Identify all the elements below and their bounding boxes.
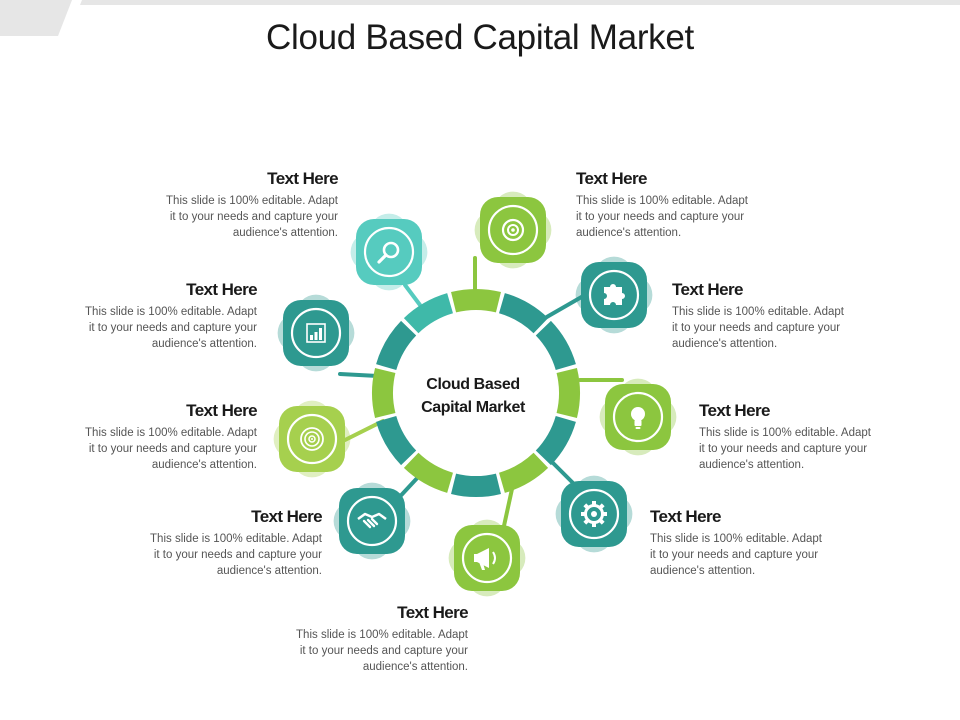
block-heading: Text Here: [186, 401, 257, 420]
lightbulb-icon: [631, 407, 645, 429]
text-block-3: Text Here This slide is 100% editable. A…: [699, 401, 899, 473]
center-label-line1: Cloud Based: [426, 376, 520, 393]
icon-node: [474, 191, 552, 269]
icon-node: [277, 294, 355, 372]
ring-segment: [535, 320, 576, 370]
ring-segment: [403, 452, 453, 493]
ring-segment: [499, 452, 549, 493]
text-block-2: Text Here This slide is 100% editable. A…: [672, 280, 872, 352]
ring-segment: [451, 289, 501, 313]
icon-node: [273, 400, 351, 478]
icon-node: [448, 519, 526, 597]
handshake-icon: [357, 512, 387, 529]
block-heading: Text Here: [397, 603, 468, 622]
connector-line: [403, 283, 422, 307]
puzzle-icon: [604, 284, 625, 305]
ring-segment: [403, 293, 453, 334]
ring-segment: [499, 293, 549, 334]
ring-segment: [535, 416, 576, 466]
gear-icon: [581, 501, 607, 527]
ring-segment: [376, 416, 417, 466]
bar-chart-icon: [306, 323, 326, 343]
block-heading: Text Here: [251, 507, 322, 526]
block-heading: Text Here: [699, 401, 770, 420]
connector-line: [338, 372, 380, 378]
text-block-5: Text Here This slide is 100% editable. A…: [268, 603, 469, 675]
text-block-1: Text Here This slide is 100% editable. A…: [576, 169, 776, 241]
connector-line: [543, 293, 587, 320]
block-heading: Text Here: [672, 280, 743, 299]
block-heading: Text Here: [650, 507, 721, 526]
center-label-line2: Capital Market: [421, 399, 525, 416]
ring-segment: [371, 368, 396, 418]
center-label: Cloud Based Capital Market: [396, 373, 550, 419]
text-block-6: Text Here This slide is 100% editable. A…: [122, 507, 323, 579]
icon-node: [333, 482, 411, 560]
radar-icon: [300, 427, 324, 451]
icon-node: [350, 213, 428, 291]
connector-line: [343, 419, 385, 442]
icon-node: [599, 378, 677, 456]
block-heading: Text Here: [267, 169, 338, 188]
text-block-4: Text Here This slide is 100% editable. A…: [650, 507, 850, 579]
icon-nodes: [273, 191, 677, 597]
block-heading: Text Here: [576, 169, 647, 188]
text-block-8: Text Here This slide is 100% editable. A…: [57, 280, 258, 352]
block-heading: Text Here: [186, 280, 257, 299]
ring-segment: [556, 368, 581, 418]
icon-node: [575, 256, 653, 334]
text-block-7: Text Here This slide is 100% editable. A…: [57, 401, 258, 473]
ring-segment: [451, 473, 501, 498]
icon-node: [555, 475, 633, 553]
target-icon: [501, 218, 525, 242]
ring-segment: [376, 320, 417, 370]
page-title: Cloud Based Capital Market: [266, 18, 694, 57]
megaphone-icon: [474, 548, 496, 570]
text-block-9: Text Here This slide is 100% editable. A…: [138, 169, 339, 241]
top-decor-bar: [0, 0, 960, 36]
search-icon: [377, 241, 400, 264]
center-ring: [371, 289, 581, 498]
